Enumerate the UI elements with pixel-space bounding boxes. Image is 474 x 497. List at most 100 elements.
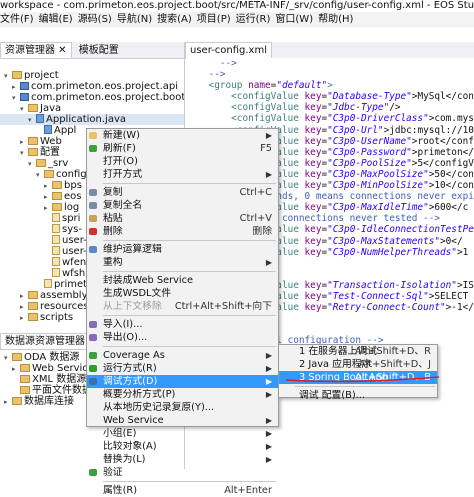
tree-item[interactable]: ▸数据库连接	[0, 396, 184, 407]
tab-resource-explorer[interactable]: 资源管理器 ✕	[0, 42, 72, 58]
menu-item[interactable]: Coverage As▶	[87, 349, 278, 362]
menu-item-label: 复制	[103, 187, 123, 198]
menu-8[interactable]: 帮助(H)	[318, 14, 354, 25]
menu-item[interactable]: 调试 配置(B)...	[279, 389, 437, 402]
menu-5[interactable]: 项目(P)	[196, 14, 231, 25]
menu-item[interactable]: 替换为(L)▶	[87, 453, 278, 466]
collapse-arrow-icon[interactable]: ▸	[44, 204, 48, 212]
xml-editor[interactable]: --> --> <group name="default"> <configVa…	[186, 58, 474, 469]
collapse-arrow-icon[interactable]: ▸	[20, 292, 24, 300]
tree-item[interactable]: sys-	[0, 224, 184, 235]
menu-item-label: Coverage As	[103, 350, 165, 361]
tree-item[interactable]: ▾ODA 数据源	[0, 352, 184, 363]
collapse-arrow-icon[interactable]: ▸	[44, 193, 48, 201]
collapse-arrow-icon[interactable]: ▸	[12, 83, 16, 91]
menu-item[interactable]: 比较对象(A)▶	[87, 440, 278, 453]
tree-item[interactable]: spri	[0, 213, 184, 224]
menu-4[interactable]: 搜索(A)	[157, 14, 192, 25]
menu-6[interactable]: 运行(R)	[235, 14, 271, 25]
tree-item[interactable]: user-	[0, 246, 184, 257]
expand-arrow-icon[interactable]: ▾	[28, 160, 32, 168]
menu-separator	[103, 183, 276, 184]
expand-arrow-icon[interactable]: ▾	[4, 72, 8, 80]
menu-item[interactable]: 属性(R)Alt+Enter	[87, 484, 278, 497]
tree-item[interactable]: ▾配置	[0, 147, 184, 158]
menu-item[interactable]: 封装成Web Service	[87, 274, 278, 287]
expand-arrow-icon[interactable]: ▾	[28, 116, 32, 124]
menu-0[interactable]: 文件(F)	[0, 14, 34, 25]
menu-item[interactable]: Web Service▶	[87, 414, 278, 427]
menu-1[interactable]: 编辑(E)	[38, 14, 73, 25]
tree-item[interactable]: ▸eos	[0, 191, 184, 202]
window-title: workspace - com.primeton.eos.project.boo…	[0, 0, 474, 12]
collapse-arrow-icon[interactable]: ▸	[20, 138, 24, 146]
tree-item[interactable]: ▸Web	[0, 136, 184, 147]
tree-item[interactable]: ▾com.primeton.eos.project.boot	[0, 92, 184, 103]
tree-item[interactable]: ▸Web Services 数	[0, 363, 184, 374]
tree-item[interactable]: Appl	[0, 125, 184, 136]
menu-item[interactable]: 导入(I)...	[87, 318, 278, 331]
menu-item[interactable]: 生成WSDL文件	[87, 287, 278, 300]
code-token: =	[321, 246, 328, 258]
menu-item[interactable]: 运行方式(R)▶	[87, 362, 278, 375]
tree-item[interactable]: XML 数据源	[0, 374, 184, 385]
menu-item[interactable]: 删除删除	[87, 225, 278, 238]
code-token: =	[321, 124, 328, 136]
menu-item[interactable]: 新建(W)▶	[87, 129, 278, 142]
menu-item[interactable]: 调试方式(D)▶	[87, 375, 278, 388]
collapse-arrow-icon[interactable]: ▸	[44, 182, 48, 190]
menu-item[interactable]: 维护运算逻辑	[87, 243, 278, 256]
collapse-arrow-icon[interactable]: ▸	[12, 365, 16, 373]
collapse-arrow-icon[interactable]: ▸	[4, 398, 8, 406]
tree-item[interactable]: ▾config	[0, 169, 184, 180]
menu-item[interactable]: 概要分析方式(P)▶	[87, 388, 278, 401]
tree-item[interactable]: ▾Java	[0, 103, 184, 114]
expand-arrow-icon[interactable]: ▾	[12, 94, 16, 102]
tree-item[interactable]: ▸bps	[0, 180, 184, 191]
menu-item[interactable]: 复制全名	[87, 199, 278, 212]
menu-item[interactable]: 打开(O)	[87, 155, 278, 168]
tree-item[interactable]: ▸scripts	[0, 312, 184, 323]
menu-item[interactable]: 刷新(F)F5	[87, 142, 278, 155]
menu-item[interactable]: 从本地历史记录复原(Y)...	[87, 401, 278, 414]
expand-arrow-icon[interactable]: ▾	[20, 149, 24, 157]
tree-item[interactable]: ▾Application.java	[0, 114, 184, 125]
menu-item[interactable]: 导出(O)...	[87, 331, 278, 344]
menu-item[interactable]: 小组(E)▶	[87, 427, 278, 440]
tree-item[interactable]: primet	[0, 279, 184, 290]
tree-item[interactable]: ▸assembly	[0, 290, 184, 301]
tree-item[interactable]: wfsh	[0, 268, 184, 279]
code-token: "C3p0-MaxPoolSize"	[327, 168, 429, 180]
menu-7[interactable]: 窗口(W)	[275, 14, 314, 25]
collapse-arrow-icon[interactable]: ▸	[20, 303, 24, 311]
tree-item[interactable]: ▸resources	[0, 301, 184, 312]
code-token: key	[304, 279, 322, 291]
tree-item[interactable]: user-	[0, 235, 184, 246]
tree-item[interactable]: ▸log	[0, 202, 184, 213]
tab-datasource-explorer[interactable]: 数据源资源管理器	[0, 333, 90, 349]
menu-2[interactable]: 源码(S)	[77, 14, 112, 25]
submenu-arrow-icon: ▶	[265, 170, 272, 179]
menu-item[interactable]: 重构▶	[87, 256, 278, 269]
menu-item-label: 替换为(L)	[103, 454, 146, 465]
tree-item[interactable]: ▸com.primeton.eos.project.api	[0, 81, 184, 92]
tree-item[interactable]: ▾project	[0, 70, 184, 81]
menu-item[interactable]: 验证	[87, 466, 278, 479]
tab-user-config[interactable]: user-config.xml	[185, 42, 272, 58]
tree-item[interactable]: 平面文件数据源	[0, 385, 184, 396]
expand-arrow-icon[interactable]: ▾	[36, 171, 40, 179]
menu-item[interactable]: 打开方式▶	[87, 168, 278, 181]
code-token: =	[321, 157, 328, 169]
expand-arrow-icon[interactable]: ▾	[20, 105, 24, 113]
tree-item[interactable]: ▾_srv	[0, 158, 184, 169]
menu-3[interactable]: 导航(N)	[116, 14, 153, 25]
tree-item[interactable]: wfen	[0, 257, 184, 268]
collapse-arrow-icon[interactable]: ▸	[20, 314, 24, 322]
folder-icon	[28, 148, 38, 156]
tab-template-config[interactable]: 模板配置	[75, 43, 123, 58]
expand-arrow-icon[interactable]: ▾	[4, 354, 8, 362]
